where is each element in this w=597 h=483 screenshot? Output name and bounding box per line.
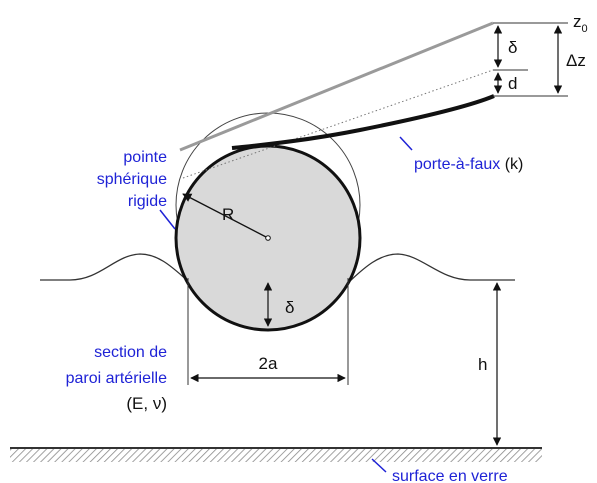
delta-z-label: Δz	[566, 51, 586, 70]
wall-surface-profile	[40, 253, 515, 282]
glass-label: surface en verre	[392, 468, 508, 483]
wall-label-line1: section de	[94, 344, 167, 361]
cantilever-rest	[179, 21, 494, 152]
cantilever-leader	[399, 136, 413, 151]
glass-leader	[371, 458, 387, 473]
wall-label-line2: paroi artérielle	[66, 370, 167, 387]
tip-label-line1: pointe	[123, 149, 167, 166]
contact-width-label: 2a	[259, 354, 278, 373]
glass-surface	[10, 448, 542, 462]
wall-params-label: (E, ν)	[126, 394, 167, 413]
delta-top-label: δ	[508, 38, 517, 57]
delta-indent-label: δ	[285, 298, 294, 317]
sphere-center	[265, 235, 271, 241]
radius-label: R	[222, 205, 234, 224]
thickness-label: h	[478, 355, 487, 374]
tip-label-line3: rigide	[128, 193, 167, 210]
cantilever-label: porte-à-faux (k)	[414, 156, 523, 173]
z0-label: z0	[573, 12, 588, 35]
tip-leader	[159, 209, 176, 230]
tip-label-line2: sphérique	[97, 171, 167, 188]
d-label: d	[508, 74, 517, 93]
radius-arrow	[182, 193, 269, 239]
cantilever-deflected	[231, 94, 495, 150]
cantilever-reference-dotted	[182, 69, 494, 179]
